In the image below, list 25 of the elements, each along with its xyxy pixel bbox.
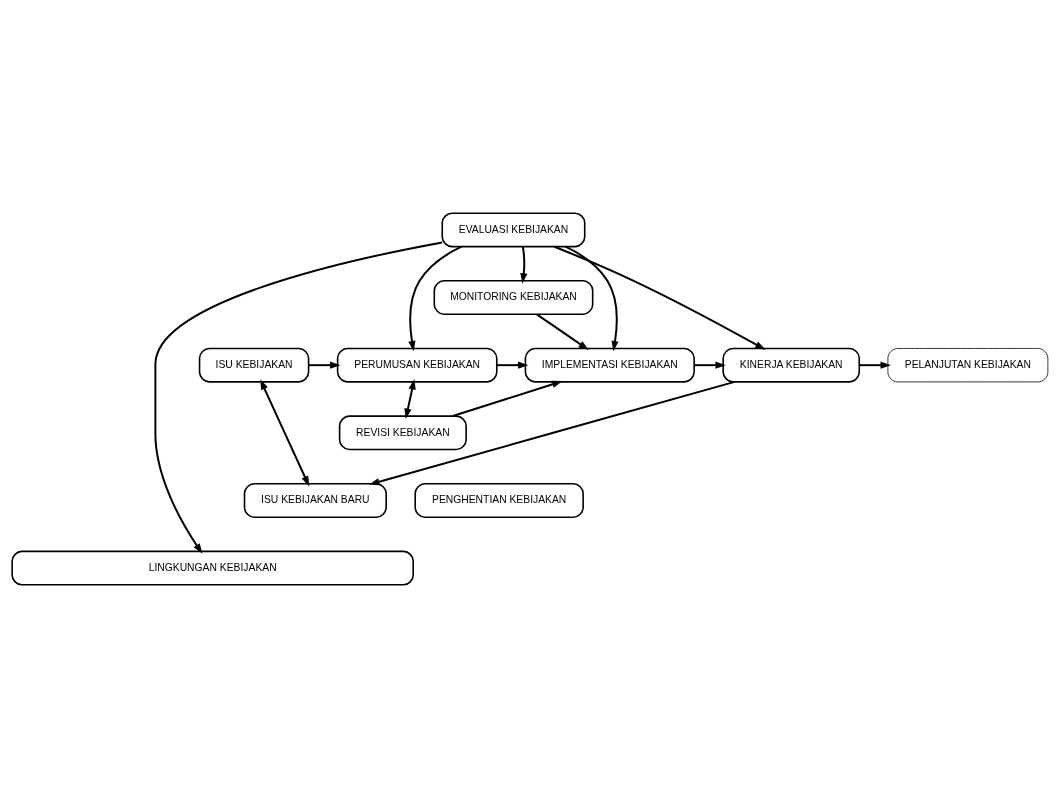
arrow — [535, 313, 589, 351]
arrow — [154, 241, 444, 554]
node-box: PELANJUTAN KEBIJAKAN — [887, 348, 1049, 383]
node-box: LINGKUNGAN KEBIJAKAN — [11, 550, 414, 586]
node-box: IMPLEMENTASI KEBIJAKAN — [524, 347, 695, 383]
node-box: MONITORING KEBIJAKAN — [433, 280, 594, 316]
arrow — [693, 361, 726, 369]
arrow — [307, 361, 341, 369]
node-box: KINERJA KEBIJAKAN — [722, 347, 861, 383]
node-box: EVALUASI KEBIJAKAN — [441, 212, 586, 248]
node-box: PERUMUSAN KEBIJAKAN — [336, 347, 498, 383]
node-box: PENGHENTIAN KEBIJAKAN — [414, 482, 584, 518]
arrow — [553, 245, 766, 350]
node-box: ISU KEBIJAKAN BARU — [243, 482, 387, 518]
node-box: REVISI KEBIJAKAN — [338, 415, 467, 451]
arrow — [858, 361, 891, 369]
arrow — [495, 361, 529, 369]
arrow — [520, 245, 528, 284]
arrow — [564, 245, 619, 352]
arrow — [260, 379, 310, 487]
arrow — [404, 379, 416, 419]
arrow — [408, 245, 463, 352]
node-box: ISU KEBIJAKAN — [198, 347, 310, 383]
arrow — [451, 380, 563, 418]
arrow — [369, 380, 736, 486]
